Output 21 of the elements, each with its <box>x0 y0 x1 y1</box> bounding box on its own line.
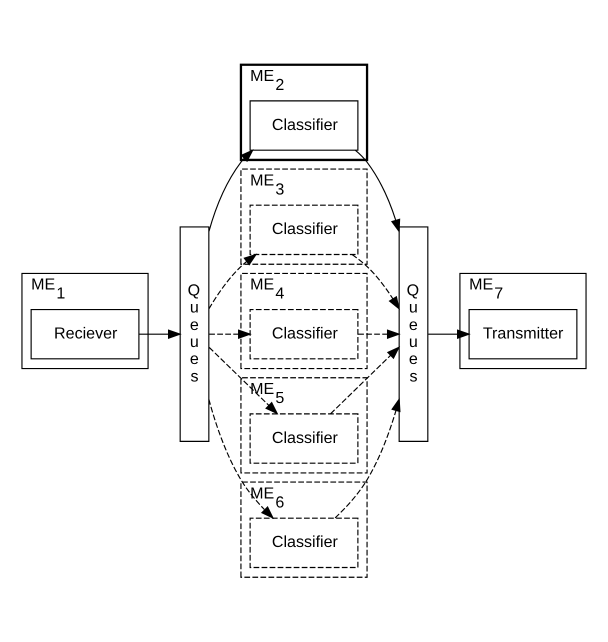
node-box: Classifier <box>250 100 358 151</box>
arrow <box>330 346 400 414</box>
node-box: Classifier <box>250 413 358 464</box>
arrow <box>208 347 278 415</box>
arrow <box>334 398 401 518</box>
node-box: Q u e u e s <box>398 226 428 442</box>
arrow <box>209 329 252 339</box>
arrow <box>352 254 400 310</box>
arrow <box>208 399 274 520</box>
arrow <box>139 329 182 339</box>
arrow <box>208 149 254 232</box>
node-box: Transmitter <box>468 308 578 360</box>
node-box: Classifier <box>250 518 358 568</box>
arrow <box>428 329 471 339</box>
node-box: Reciever <box>30 308 140 360</box>
node-box: Q u e u e s <box>180 226 210 442</box>
node-box: Classifier <box>250 308 358 360</box>
arrow <box>355 150 400 234</box>
arrow <box>208 254 258 309</box>
arrow <box>358 329 401 339</box>
node-box: Classifier <box>250 204 358 256</box>
